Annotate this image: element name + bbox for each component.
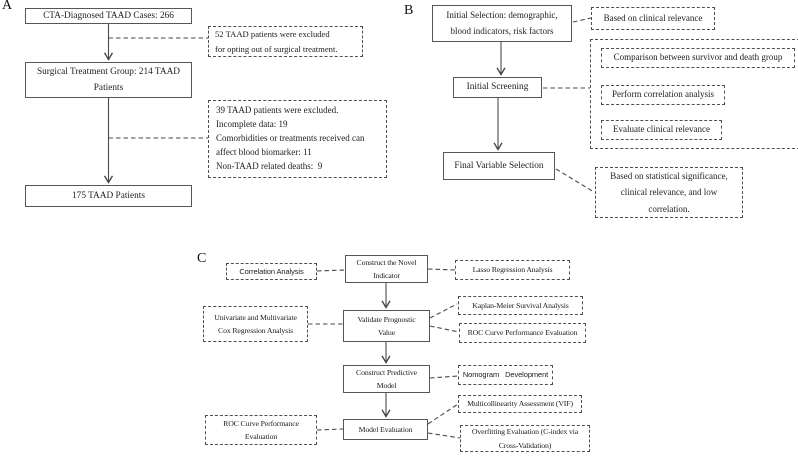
box-validate-prognostic-value: Validate Prognostic Value [343, 310, 430, 342]
note-based-clinical-relevance: Based on clinical relevance [591, 7, 715, 30]
note-correlation-analysis: Correlation Analysis [226, 263, 317, 280]
box-final-variable-selection: Final Variable Selection [443, 152, 555, 180]
box-construct-predictive-model: Construct Predictive Model [343, 365, 430, 393]
panel-a-label: A [2, 0, 13, 13]
box-construct-novel-indicator: Construct the Novel Indicator [345, 255, 428, 283]
note-line: 39 TAAD patients were excluded. [216, 105, 339, 116]
note-based-statistical: Based on statistical significance, clini… [595, 167, 743, 218]
note-roc-curve-left: ROC Curve Performance Evaluation [205, 415, 317, 445]
note-lasso-regression: Lasso Regression Analysis [455, 260, 570, 280]
box-final-patients: 175 TAAD Patients [25, 185, 192, 207]
note-nomogram-development: Nomogram Development [458, 365, 553, 385]
note-overfitting-evaluation: Overfitting Evaluation (C-index via Cros… [460, 425, 590, 452]
box-initial-screening: Initial Screening [453, 77, 542, 98]
note-kaplan-meier: Kaplan-Meier Survival Analysis [458, 296, 583, 315]
panel-b-label: B [404, 3, 414, 18]
note-excluded-39: 39 TAAD patients were excluded. Incomple… [208, 100, 387, 178]
panel-c-label: C [197, 251, 207, 266]
box-model-evaluation: Model Evaluation [343, 419, 428, 440]
note-evaluate-clinical: Evaluate clinical relevance [601, 120, 722, 140]
note-univariate-multivariate-cox: Univariate and Multivariate Cox Regressi… [203, 306, 308, 342]
note-comparison-groups: Comparison between survivor and death gr… [601, 48, 795, 68]
note-line: affect blood biomarker: 11 [216, 146, 312, 157]
note-excluded-optout: 52 TAAD patients were excluded for optin… [208, 26, 363, 57]
criteria-group-outline [590, 39, 798, 149]
note-roc-curve-right: ROC Curve Performance Evaluation [459, 323, 586, 343]
note-line: Comorbidities or treatments received can [216, 133, 365, 144]
note-multicollinearity-vif: Multicollinearity Assessment (VIF) [458, 395, 582, 413]
note-perform-correlation: Perform correlation analysis [601, 85, 725, 105]
box-cta-diagnosed-cases: CTA-Diagnosed TAAD Cases: 266 [25, 8, 192, 24]
note-line: Non-TAAD related deaths: 9 [216, 160, 323, 171]
note-line: Incomplete data: 19 [216, 119, 288, 130]
box-initial-selection: Initial Selection: demographic, blood in… [432, 5, 572, 42]
box-surgical-treatment-group: Surgical Treatment Group: 214 TAAD Patie… [25, 62, 192, 98]
